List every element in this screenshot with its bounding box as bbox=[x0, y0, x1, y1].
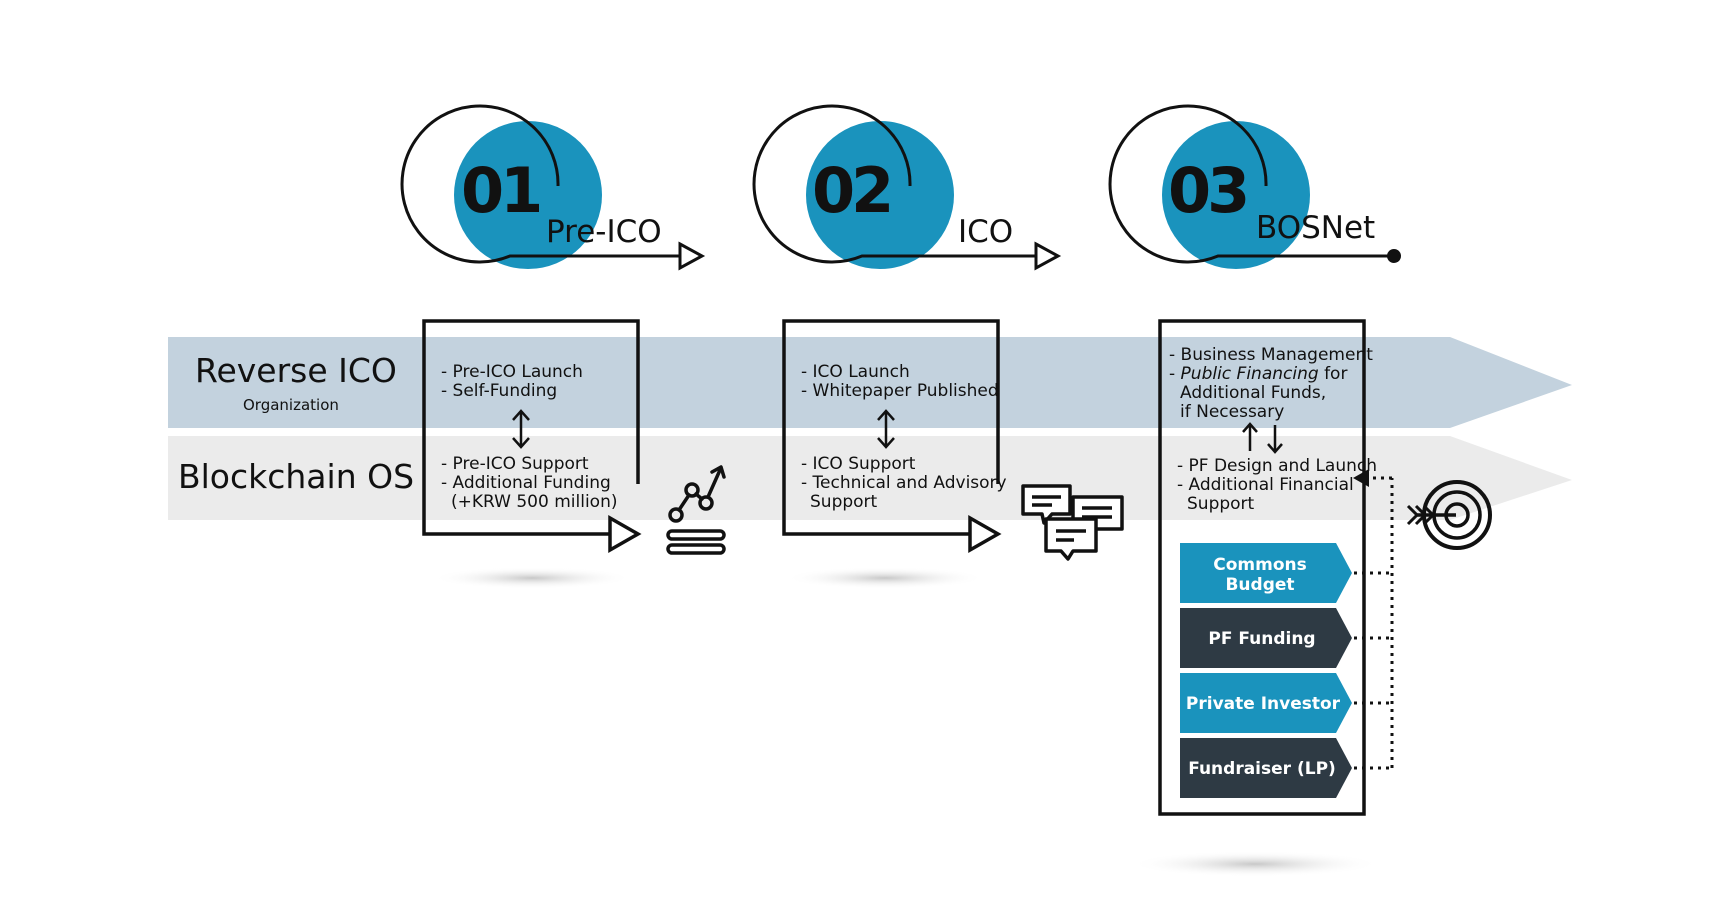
funding-private-investor-tag bbox=[1180, 673, 1352, 733]
phase2-top-line-2: - Whitepaper Published bbox=[801, 381, 999, 401]
phase1-box-outline bbox=[422, 319, 640, 536]
phase3-header: 03 BOSNet bbox=[1108, 104, 1401, 269]
phase3-title: BOSNet bbox=[1256, 210, 1375, 246]
phase3-bottom-line-3: Support bbox=[1187, 494, 1255, 514]
phase1-bottom-line-1: - Pre-ICO Support bbox=[441, 454, 589, 474]
reverse-ico-subtitle: Organization bbox=[243, 396, 339, 414]
funding-feedback-arrowhead bbox=[1353, 469, 1369, 487]
phase1-top-line-1: - Pre-ICO Launch bbox=[441, 362, 583, 382]
chat-bubbles-icon bbox=[1021, 484, 1124, 561]
phase3-top-line-2-for: for bbox=[1319, 364, 1348, 384]
phase2-bottom-line-1: - ICO Support bbox=[801, 454, 916, 474]
phase1-shadow bbox=[432, 567, 632, 589]
funding-pf-funding-label: PF Funding bbox=[1208, 629, 1315, 649]
funding-pf-funding-tag bbox=[1180, 608, 1352, 668]
phase3-top-line-3: Additional Funds, bbox=[1180, 383, 1326, 403]
funding-commons-budget-line-2: Budget bbox=[1225, 575, 1294, 595]
phase2-box-outline bbox=[782, 319, 1000, 536]
phase2-box-arrow bbox=[968, 514, 1002, 554]
funding-private-investor-label: Private Investor bbox=[1186, 694, 1341, 714]
phase3-box-outline bbox=[1158, 319, 1366, 816]
phase3-up-down-arrows bbox=[1242, 422, 1283, 454]
phase1-bottom-line-2: - Additional Funding bbox=[441, 473, 611, 493]
funding-commons-budget-tag bbox=[1180, 543, 1352, 603]
phase3-top-line-2-dash: - bbox=[1169, 364, 1181, 384]
phase3-number: 03 bbox=[1168, 154, 1246, 227]
phase1-blue-circle bbox=[454, 121, 602, 269]
phase3-public-financing: Public Financing bbox=[1181, 364, 1319, 384]
funding-fundraiser-lp: Fundraiser (LP) bbox=[1180, 738, 1352, 798]
phase2-title: ICO bbox=[958, 214, 1013, 250]
funding-fundraiser-lp-tag bbox=[1180, 738, 1352, 798]
phase2-box: - ICO Launch - Whitepaper Published - IC… bbox=[782, 319, 1007, 554]
phase3-end-dot bbox=[1387, 249, 1401, 263]
target-arrow-icon bbox=[1406, 480, 1492, 550]
funding-commons-budget-line-1: Commons bbox=[1213, 555, 1306, 575]
phase2-bottom-line-3: Support bbox=[810, 492, 878, 512]
phase1-bottom-line-3: (+KRW 500 million) bbox=[451, 492, 617, 512]
phase2-swoosh-line bbox=[752, 104, 1036, 264]
funding-private-investor: Private Investor bbox=[1180, 673, 1352, 733]
phase2-blue-circle bbox=[806, 121, 954, 269]
phase3-top-line-4: if Necessary bbox=[1180, 402, 1284, 422]
phase2-header: 02 ICO bbox=[752, 104, 1062, 271]
funding-dotted-connectors bbox=[1354, 476, 1394, 770]
phase3-bottom-line-2: - Additional Financial bbox=[1177, 475, 1354, 495]
phase3-swoosh-line bbox=[1108, 104, 1392, 264]
phase1-double-arrow bbox=[512, 409, 530, 449]
phase1-number: 01 bbox=[461, 154, 539, 227]
funding-fundraiser-lp-label: Fundraiser (LP) bbox=[1188, 759, 1336, 779]
phase1-top-line-2: - Self-Funding bbox=[441, 381, 557, 401]
phase2-top-line-1: - ICO Launch bbox=[801, 362, 910, 382]
phase3-bottom-line-1: - PF Design and Launch bbox=[1177, 456, 1377, 476]
phase1-box-arrow bbox=[608, 514, 642, 554]
blockchain-os-title: Blockchain OS bbox=[178, 457, 414, 496]
growth-chart-icon bbox=[666, 465, 726, 555]
phase3-top-line-1: - Business Management bbox=[1169, 345, 1373, 365]
phase2-bottom-line-2: - Technical and Advisory bbox=[801, 473, 1007, 493]
phase1-swoosh-line bbox=[400, 104, 680, 264]
phase3-box: - Business Management - Public Financing… bbox=[1158, 319, 1377, 816]
reverse-ico-title: Reverse ICO bbox=[195, 351, 397, 390]
phase1-header: 01 Pre-ICO bbox=[400, 104, 706, 271]
phase2-double-arrow bbox=[877, 409, 895, 449]
phase3-top-line-2: - Public Financing for bbox=[1169, 364, 1347, 384]
phase2-shadow bbox=[785, 567, 985, 589]
blockchain-os-band bbox=[168, 436, 1572, 520]
funding-commons-budget: Commons Budget bbox=[1180, 543, 1352, 603]
phase1-box: - Pre-ICO Launch - Self-Funding - Pre-IC… bbox=[422, 319, 642, 554]
phase1-title: Pre-ICO bbox=[546, 214, 662, 250]
phase2-arrowhead bbox=[1034, 241, 1062, 271]
phase1-arrowhead bbox=[678, 241, 706, 271]
phase3-blue-circle bbox=[1162, 121, 1310, 269]
funding-pf-funding: PF Funding bbox=[1180, 608, 1352, 668]
phase3-shadow bbox=[1130, 851, 1380, 877]
reverse-ico-band bbox=[168, 337, 1572, 428]
phase2-number: 02 bbox=[812, 154, 890, 227]
